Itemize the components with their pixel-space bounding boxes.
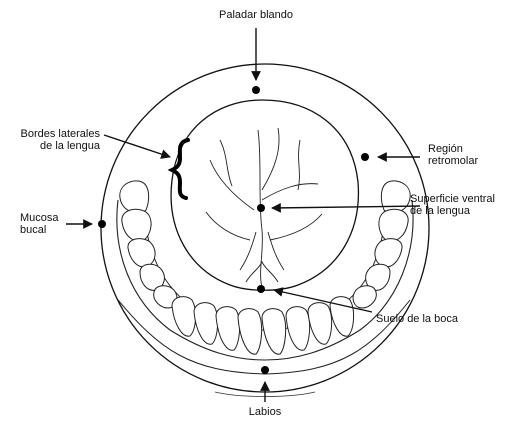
ventral-surface-label-line1: Superficie ventral: [410, 193, 495, 205]
molars-right: [353, 181, 410, 308]
ventral-surface-dot: [257, 204, 265, 212]
soft-palate-dot: [252, 86, 260, 94]
tongue: [171, 100, 358, 290]
retromolar-label-line1: Región: [428, 143, 478, 155]
floor-of-mouth-dot: [257, 285, 265, 293]
floor-of-mouth-label: Suelo de la boca: [376, 313, 458, 325]
ventral-surface-label: Superficie ventral de la lengua: [410, 193, 495, 217]
retromolar-label-line2: retromolar: [428, 155, 478, 167]
lateral-borders-label: Bordes laterales de la lengua: [4, 128, 100, 152]
lateral-borders-label-line2: de la lengua: [4, 140, 100, 152]
soft-palate-label: Paladar blando: [206, 9, 306, 21]
retromolar-dot: [361, 153, 369, 161]
buccal-mucosa-label-line1: Mucosa: [20, 212, 59, 224]
lips-label: Labios: [225, 406, 305, 418]
buccal-mucosa-dot: [98, 220, 106, 228]
buccal-mucosa-label-line2: bucal: [20, 224, 59, 236]
lateral-borders-label-line1: Bordes laterales: [4, 128, 100, 140]
retromolar-label: Región retromolar: [428, 143, 478, 167]
ventral-surface-label-line2: de la lengua: [410, 205, 495, 217]
buccal-mucosa-label: Mucosa bucal: [20, 212, 59, 236]
lateral-borders-arrow: [104, 135, 170, 157]
molars-left: [120, 181, 177, 308]
lips-dot: [261, 366, 269, 374]
